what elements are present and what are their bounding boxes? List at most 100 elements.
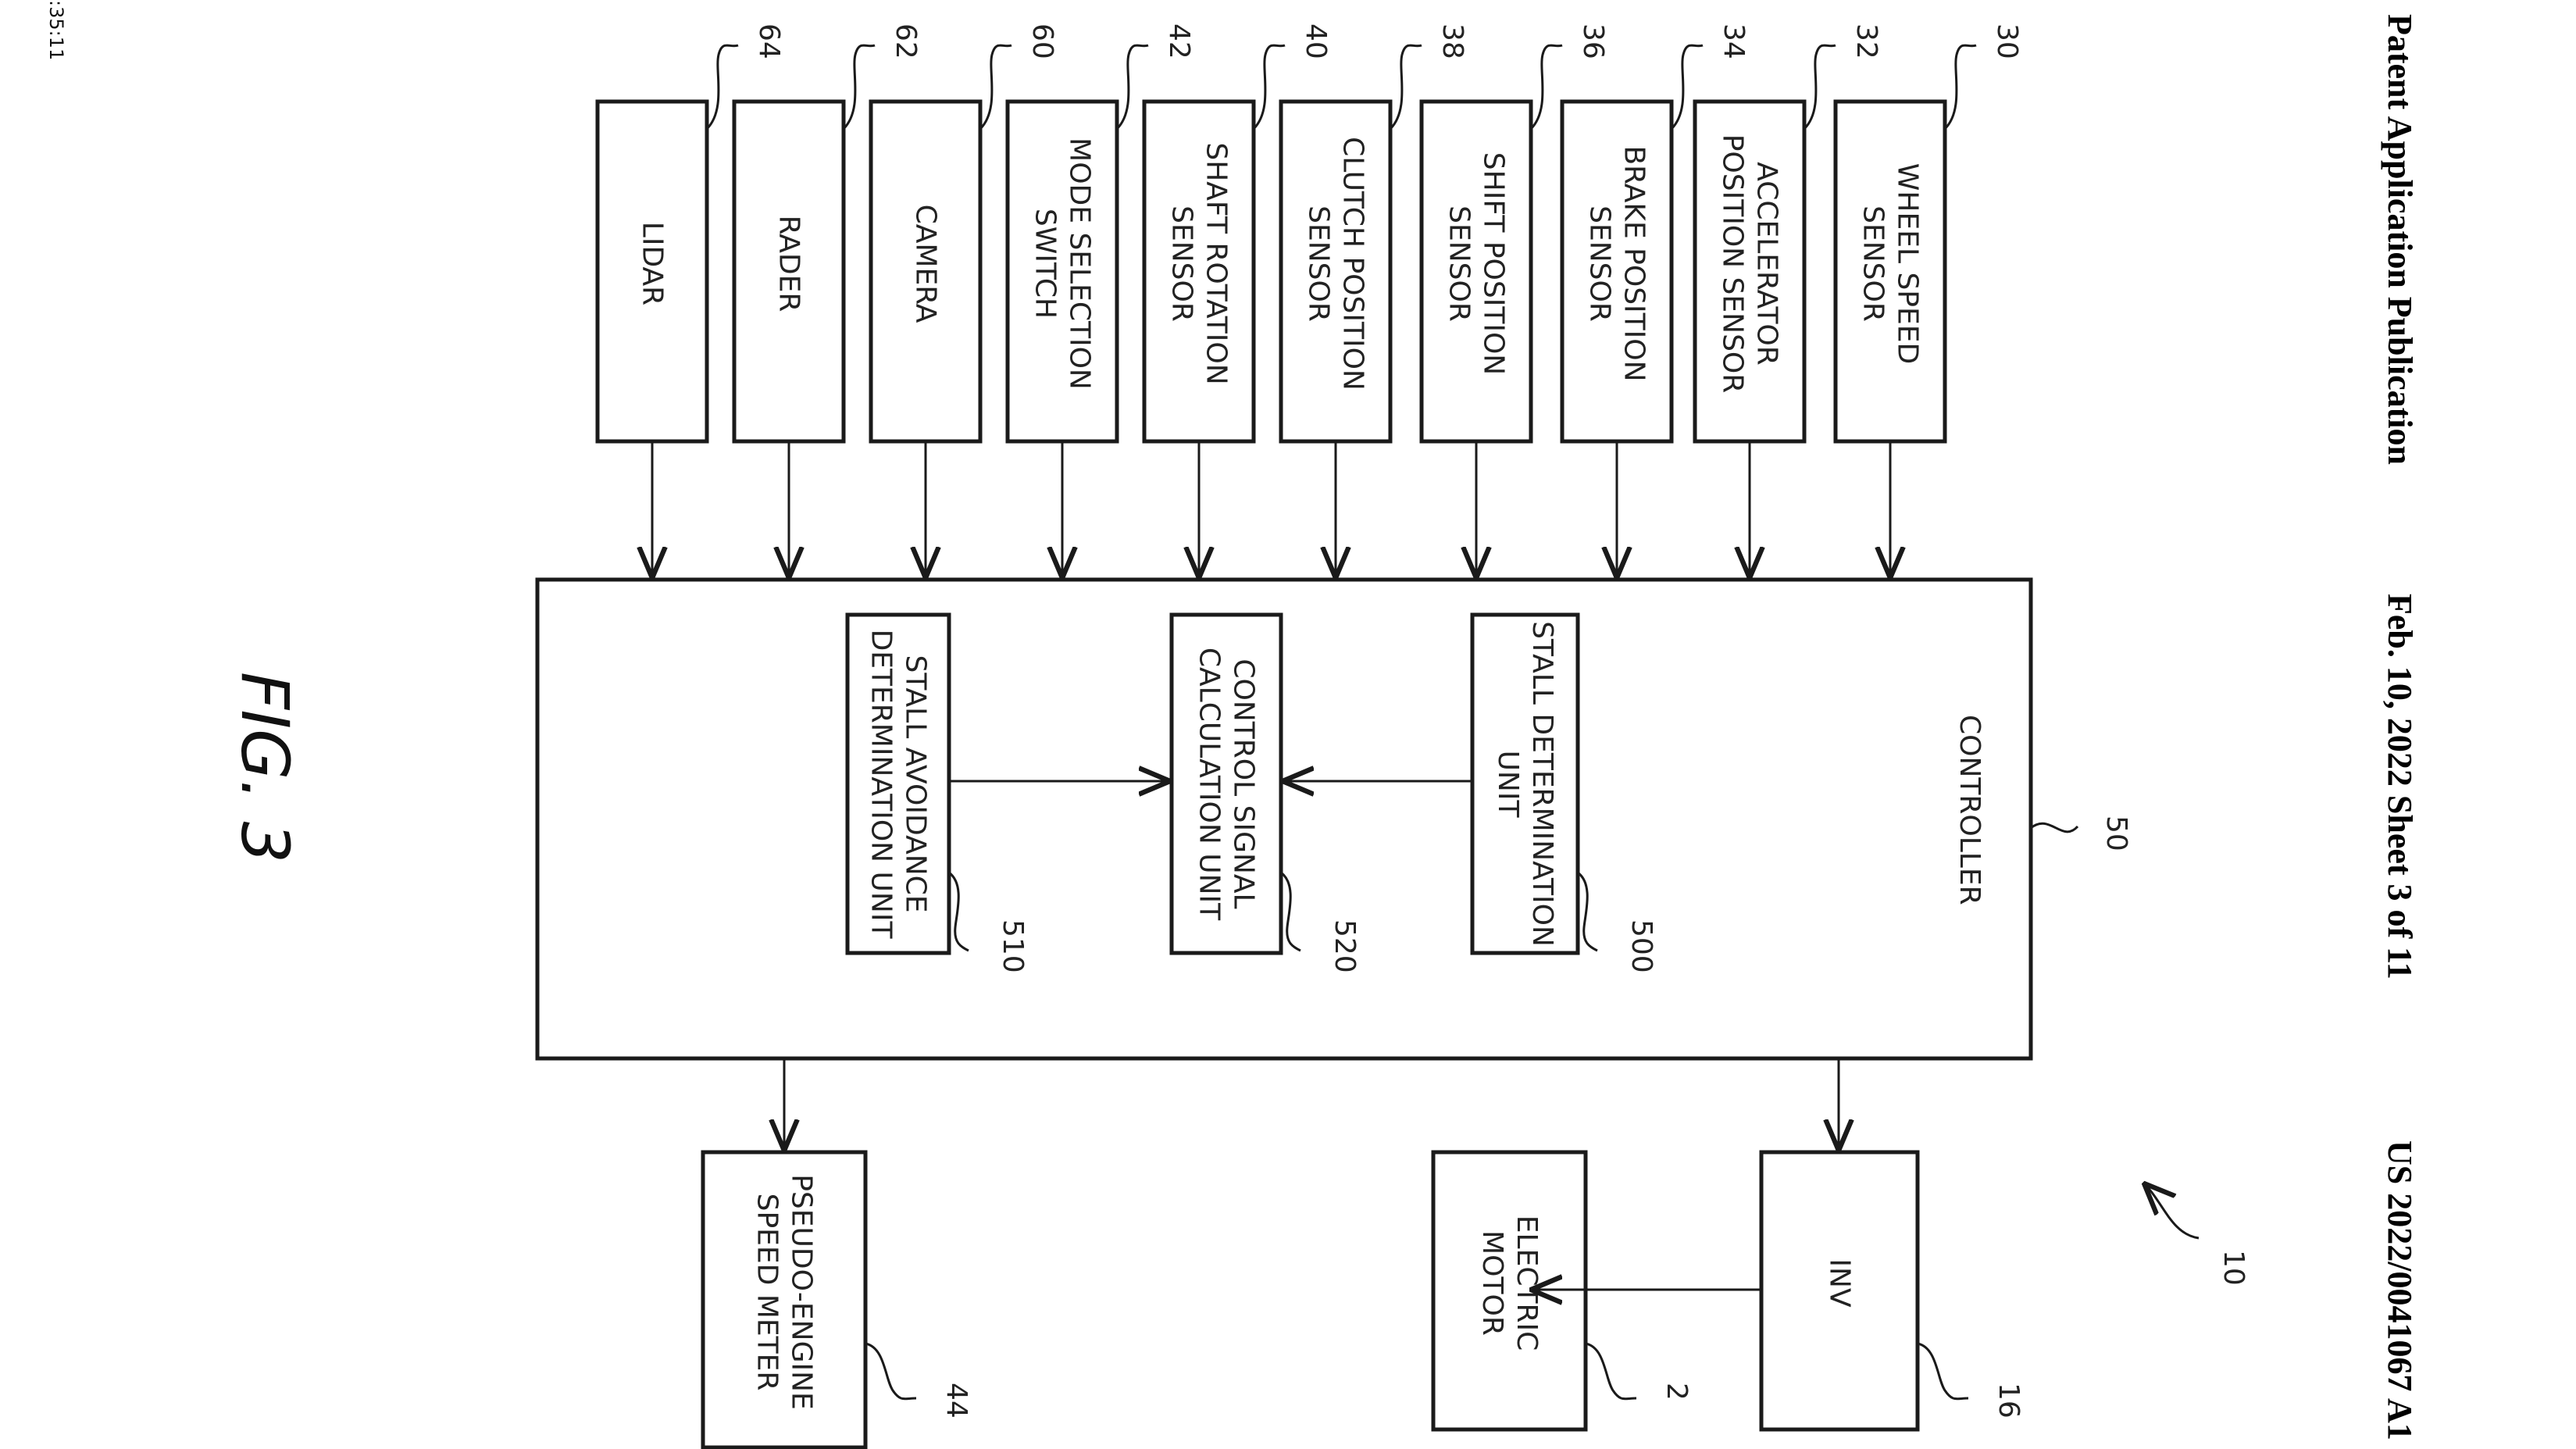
sensor-mode-selection-switch-box <box>1005 99 1119 444</box>
unit-stall-avoidance-determination-unit-label-line: DETERMINATION UNIT <box>865 630 897 940</box>
sensor-camera-label-line: CAMERA <box>910 205 942 323</box>
unit-stall-determination-unit-ref-leader <box>1577 871 1598 952</box>
sensor-rader-ref-number: 62 <box>890 23 922 59</box>
controller-ref-leader <box>2030 822 2079 833</box>
unit-control-signal-calculation-unit-box <box>1169 612 1283 955</box>
sensor-wheel-speed-sensor-ref-leader <box>1943 44 1977 130</box>
sensor-wheel-speed-sensor-ref-number: 30 <box>1991 23 2023 59</box>
controller-block: CONTROLLER 50 <box>535 577 2132 1061</box>
controller-ref: 50 <box>2100 816 2132 851</box>
system-ref-arrow <box>2144 1183 2200 1240</box>
sensor-brake-position-sensor-box <box>1560 99 1674 444</box>
corner-timestamp: :35:11 <box>45 0 67 60</box>
unit-stall-avoidance-determination-unit-ref-leader <box>948 871 969 952</box>
sensor-lidar: LIDAR 64 <box>595 23 785 578</box>
unit-stall-avoidance-determination-unit-box <box>845 612 951 955</box>
sensor-shaft-rotation-sensor-label-line: SENSOR <box>1166 205 1198 322</box>
sensor-mode-selection-switch-label-line: SWITCH <box>1029 209 1061 319</box>
sensor-brake-position-sensor-label-line: SENSOR <box>1584 205 1616 322</box>
sensor-mode-selection-switch-ref-number: 42 <box>1163 23 1195 59</box>
output-inv-ref-number: 16 <box>1993 1383 2025 1419</box>
page-header: Patent Application Publication Feb. 10, … <box>2381 14 2419 1440</box>
unit-stall-determination-unit-label-line: STALL DETERMINATION <box>1526 621 1558 947</box>
output-inv-box <box>1759 1150 1920 1432</box>
unit-stall-determination-unit-ref-number: 500 <box>1625 919 1657 973</box>
sensor-clutch-position-sensor-label-line: CLUTCH POSITION <box>1337 137 1369 391</box>
sensor-accelerator-position-sensor-ref-leader <box>1803 44 1836 130</box>
sensor-accelerator-position-sensor-label-line: POSITION SENSOR <box>1717 134 1749 394</box>
system-reference: 10 <box>2144 1183 2250 1286</box>
unit-stall-avoidance-determination-unit-ref-number: 510 <box>997 919 1029 973</box>
sensor-shaft-rotation-sensor-ref-number: 40 <box>1300 23 1332 59</box>
sensor-accelerator-position-sensor-label-line: ACCELERATOR <box>1751 162 1783 366</box>
sensor-camera-box <box>869 99 983 444</box>
sensor-wheel-speed-sensor-box <box>1833 99 1947 444</box>
sensor-mode-selection-switch-label-line: MODE SELECTION <box>1064 137 1096 390</box>
sensor-clutch-position-sensor-ref-leader <box>1389 44 1422 130</box>
sensor-shaft-rotation-sensor-box <box>1142 99 1256 444</box>
sensor-clutch-position-sensor-box <box>1279 99 1393 444</box>
sensor-lidar-box <box>595 99 709 444</box>
output-electric-motor-label-line: MOTOR <box>1476 1230 1508 1336</box>
output-pseudo-engine-speed-meter-ref-number: 44 <box>940 1383 972 1419</box>
output-electric-motor-ref-leader <box>1585 1342 1637 1401</box>
sensor-accelerator-position-sensor-box <box>1693 99 1807 444</box>
output-electric-motor-ref-number: 2 <box>1661 1383 1693 1401</box>
unit-control-signal-calculation-unit-ref-number: 520 <box>1329 919 1361 973</box>
output-inv-ref-leader <box>1917 1342 1969 1401</box>
sensor-camera: CAMERA 60 <box>869 23 1058 578</box>
sensor-rader-label-line: RADER <box>773 216 805 312</box>
controller-box <box>535 577 2033 1061</box>
unit-control-signal-calculation-unit-label-line: CONTROL SIGNAL <box>1228 658 1260 908</box>
output-electric-motor-label-line: ELECTRIC <box>1511 1215 1543 1351</box>
sensor-rader-ref-leader <box>842 44 876 130</box>
sensor-mode-selection-switch-ref-leader <box>1115 44 1149 130</box>
output-pseudo-engine-speed-meter-label-line: PSEUDO-ENGINE <box>786 1174 818 1410</box>
sensor-lidar-label-line: LIDAR <box>637 222 669 305</box>
sensor-shift-position-sensor-label-line: SHIFT POSITION <box>1478 152 1510 375</box>
output-pseudo-engine-speed-meter-ref-leader <box>865 1342 917 1401</box>
unit-stall-determination-unit-label-line: UNIT <box>1492 751 1524 819</box>
sensor-shift-position-sensor-box <box>1419 99 1533 444</box>
sensor-shift-position-sensor-label-line: SENSOR <box>1443 205 1475 322</box>
sensor-wheel-speed-sensor-label-line: WHEEL SPEED <box>1892 163 1924 364</box>
unit-control-signal-calculation-unit-label-line: CALCULATION UNIT <box>1193 648 1226 921</box>
sensor-camera-ref-leader <box>979 44 1012 130</box>
sensor-shaft-rotation-sensor-label-line: SHAFT ROTATION <box>1201 142 1233 384</box>
publication-type: Patent Application Publication <box>2381 14 2419 465</box>
sensor-brake-position-sensor-ref-leader <box>1670 44 1704 130</box>
output-pseudo-engine-speed-meter-label-line: SPEED METER <box>751 1194 783 1391</box>
sensor-brake-position-sensor-ref-number: 34 <box>1718 23 1750 59</box>
unit-stall-avoidance-determination-unit-label-line: STALL AVOIDANCE <box>900 655 932 912</box>
date-sheet: Feb. 10, 2022 Sheet 3 of 11 <box>2381 594 2419 980</box>
sensor-brake-position-sensor-label-line: BRAKE POSITION <box>1618 145 1650 381</box>
publication-number: US 2022/0041067 A1 <box>2381 1140 2419 1440</box>
sensor-accelerator-position-sensor-ref-number: 32 <box>1850 23 1882 59</box>
sensor-camera-ref-number: 60 <box>1026 23 1058 59</box>
sensor-rader: RADER 62 <box>732 23 922 578</box>
figure-label: FIG. 3 <box>227 672 303 863</box>
sensor-shift-position-sensor-ref-number: 36 <box>1577 23 1609 59</box>
sensor-shift-position-sensor-ref-leader <box>1529 44 1563 130</box>
unit-stall-determination-unit-box <box>1470 612 1580 955</box>
sensor-clutch-position-sensor-ref-number: 38 <box>1436 23 1468 59</box>
sensor-lidar-ref-leader <box>705 44 739 130</box>
sensor-wheel-speed-sensor-label-line: SENSOR <box>1857 205 1889 322</box>
controller-label: CONTROLLER <box>1953 715 1986 905</box>
sensor-lidar-ref-number: 64 <box>753 23 785 59</box>
sensor-shaft-rotation-sensor-ref-leader <box>1252 44 1286 130</box>
